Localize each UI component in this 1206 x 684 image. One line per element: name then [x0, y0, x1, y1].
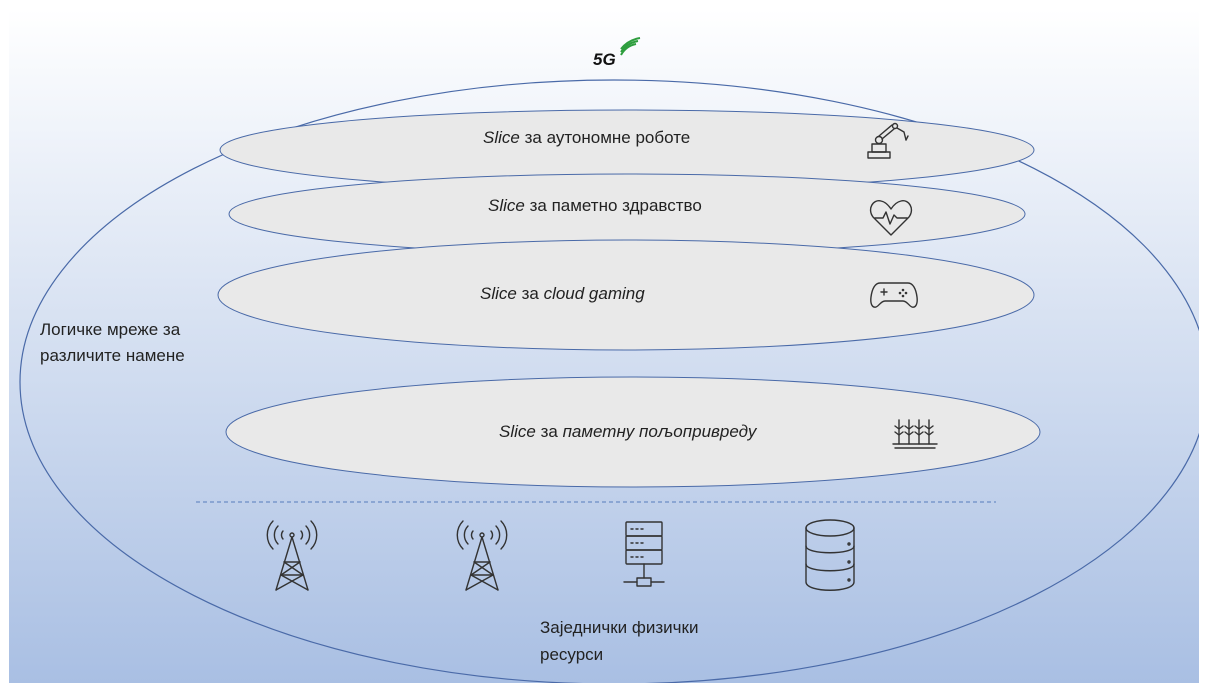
slice-label: Slice за паметну пољопривреду [499, 422, 758, 441]
wheat-field-icon [892, 419, 938, 449]
slice-smart-health: Slice за паметно здравство [228, 173, 1026, 255]
logical-networks-label-line1: Логичке мреже за [40, 320, 181, 339]
server-rack-icon [623, 521, 665, 587]
slice-label: Slice за аутономне роботе [483, 128, 690, 147]
5g-logo-text: 5G [593, 50, 616, 69]
slice-label: Slice за паметно здравство [488, 196, 702, 215]
cell-tower-icon [456, 520, 508, 591]
cell-tower-icon [266, 520, 318, 591]
slice-smart-agriculture: Slice за паметну пољопривреду [225, 376, 1041, 488]
network-boundary-ellipse [19, 79, 1199, 683]
5g-logo: 5G [593, 37, 641, 69]
gamepad-icon [870, 282, 918, 308]
database-icon [805, 519, 855, 591]
shared-resources-label-line1: Заједнички физички [540, 618, 698, 637]
slice-cloud-gaming: Slice за cloud gaming [217, 239, 1035, 351]
slice-label: Slice за cloud gaming [480, 284, 645, 303]
shared-resources-label-line2: ресурси [540, 645, 603, 664]
heartbeat-icon [869, 200, 913, 236]
robot-arm-icon [867, 122, 909, 159]
logical-networks-label-line2: различите намене [40, 346, 185, 365]
